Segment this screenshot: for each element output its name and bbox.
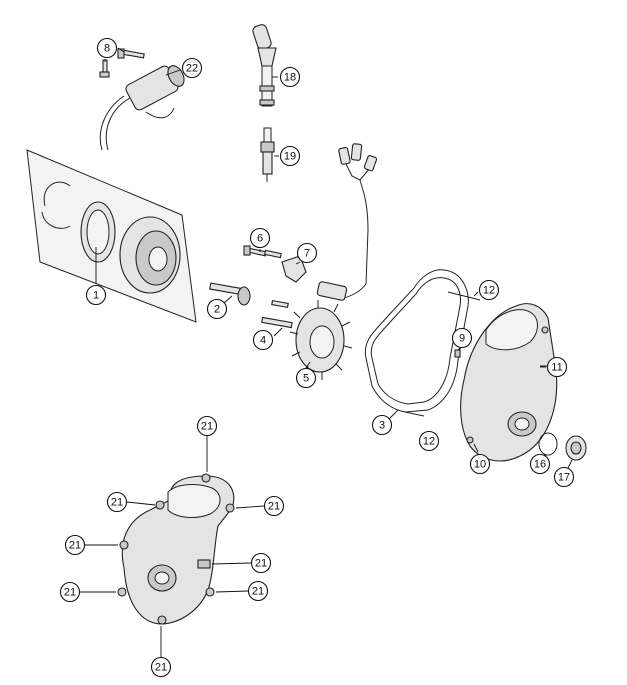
callout-21f: 21 xyxy=(59,581,81,603)
callout-circle xyxy=(59,581,81,603)
callout-3: 3 xyxy=(371,414,393,436)
callout-number: 21 xyxy=(255,558,267,570)
callout-number: 10 xyxy=(474,459,486,471)
callout-number: 21 xyxy=(69,540,81,552)
callout-circle xyxy=(546,356,568,378)
cover-screws xyxy=(404,291,481,417)
callout-number: 12 xyxy=(423,436,435,448)
dowel-pin xyxy=(454,347,461,358)
callout-21a: 21 xyxy=(196,415,218,437)
callout-circle xyxy=(296,242,318,264)
callout-number: 21 xyxy=(201,421,213,433)
callout-circle xyxy=(418,430,440,452)
callout-number: 19 xyxy=(284,151,296,163)
callout-circle xyxy=(196,415,218,437)
callout-8: 8 xyxy=(96,37,118,59)
callout-18: 18 xyxy=(279,66,301,88)
callout-circle xyxy=(181,57,203,79)
inner-cover-assembly xyxy=(80,436,265,657)
callout-number: 5 xyxy=(303,373,309,385)
callout-number: 17 xyxy=(558,472,570,484)
callout-circle xyxy=(371,414,393,436)
callout-number: 21 xyxy=(64,587,76,599)
flywheel-bolt xyxy=(209,282,251,306)
callout-22: 22 xyxy=(181,57,203,79)
callout-circle xyxy=(250,552,272,574)
callout-16: 16 xyxy=(529,453,551,475)
stator-assembly xyxy=(261,143,378,380)
callout-2: 2 xyxy=(206,298,228,320)
callout-number: 3 xyxy=(379,420,385,432)
callout-7: 7 xyxy=(296,242,318,264)
callout-circle xyxy=(295,367,317,389)
callout-number: 6 xyxy=(257,233,263,245)
callout-number: 21 xyxy=(252,586,264,598)
callout-circle xyxy=(469,453,491,475)
callout-circle xyxy=(529,453,551,475)
coil-screws xyxy=(99,47,145,78)
callout-21b: 21 xyxy=(106,491,128,513)
callout-11: 11 xyxy=(546,356,568,378)
callout-number: 18 xyxy=(284,72,296,84)
callout-12b: 12 xyxy=(418,430,440,452)
seal-and-plug xyxy=(538,432,587,469)
callout-circle xyxy=(252,329,274,351)
callout-21h: 21 xyxy=(150,656,172,678)
callout-circle xyxy=(150,656,172,678)
callout-circle xyxy=(451,327,473,349)
callout-21d: 21 xyxy=(64,534,86,556)
callout-1: 1 xyxy=(85,284,107,306)
cover-gasket xyxy=(364,269,469,420)
callout-number: 21 xyxy=(155,662,167,674)
callout-circle xyxy=(85,284,107,306)
callout-21g: 21 xyxy=(247,580,269,602)
ignition-coil xyxy=(99,65,185,151)
callout-circle xyxy=(553,466,575,488)
callout-circle xyxy=(96,37,118,59)
callout-circle xyxy=(64,534,86,556)
callout-4: 4 xyxy=(252,329,274,351)
callout-10: 10 xyxy=(469,453,491,475)
callout-circle xyxy=(478,279,500,301)
spark-plug-connector xyxy=(252,24,278,107)
callout-19: 19 xyxy=(279,145,301,167)
callout-number: 22 xyxy=(186,63,198,75)
callout-circle xyxy=(106,491,128,513)
callout-number: 4 xyxy=(260,335,266,347)
callout-number: 16 xyxy=(534,459,546,471)
callout-circle xyxy=(247,580,269,602)
callout-circle xyxy=(249,227,271,249)
callout-12a: 12 xyxy=(478,279,500,301)
callout-number: 12 xyxy=(483,285,495,297)
callout-5: 5 xyxy=(295,367,317,389)
callout-circle xyxy=(263,495,285,517)
ignition-cover xyxy=(460,303,558,462)
callout-number: 11 xyxy=(551,362,562,374)
callout-circle xyxy=(279,145,301,167)
callout-21e: 21 xyxy=(250,552,272,574)
callout-number: 21 xyxy=(268,501,280,513)
spark-plug xyxy=(260,127,279,182)
callout-21c: 21 xyxy=(263,495,285,517)
callout-number: 1 xyxy=(93,290,99,302)
callout-9: 9 xyxy=(451,327,473,349)
callout-number: 8 xyxy=(104,43,110,55)
callout-6: 6 xyxy=(249,227,271,249)
callout-number: 7 xyxy=(304,248,310,260)
callout-17: 17 xyxy=(553,466,575,488)
callout-number: 2 xyxy=(214,304,220,316)
flywheel-assembly xyxy=(26,149,197,323)
callout-circle xyxy=(206,298,228,320)
clamp-and-screws xyxy=(243,245,307,283)
callout-number: 21 xyxy=(111,497,123,509)
callout-circle xyxy=(279,66,301,88)
callout-number: 9 xyxy=(459,333,465,345)
